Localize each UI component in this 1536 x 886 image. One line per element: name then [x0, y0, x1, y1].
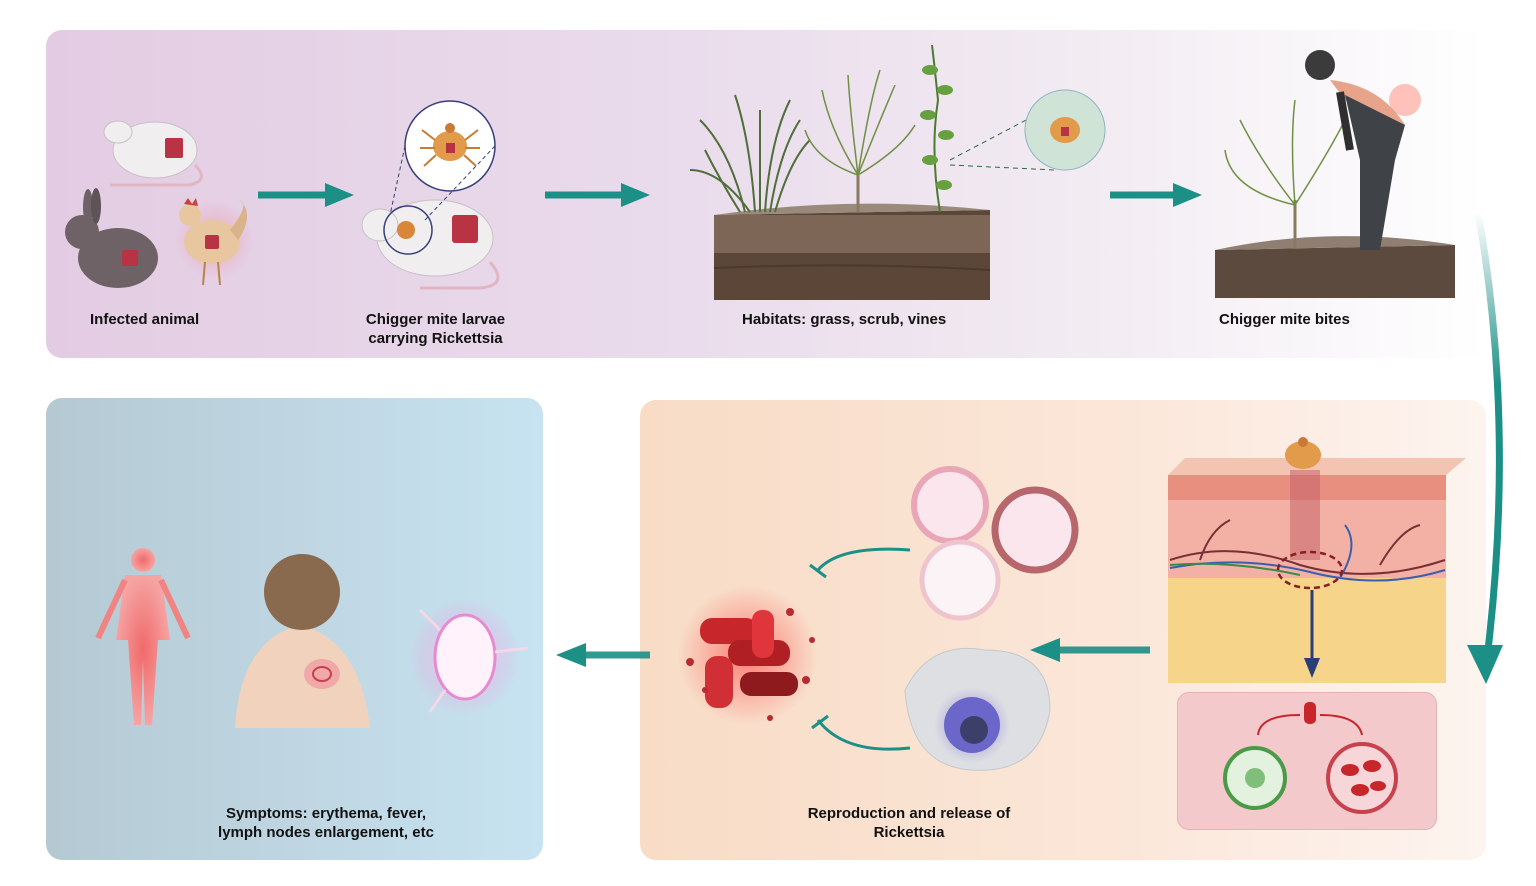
lymph-node-icon: [410, 599, 529, 715]
chigger-mite-icon: [420, 123, 480, 167]
arrow-skin-to-reproduction: [1030, 638, 1150, 662]
rabbit-icon: [65, 188, 158, 288]
arrow-reproduction-to-symptoms: [556, 643, 650, 667]
label-reproduction: Reproduction and release of Rickettsia: [798, 804, 1020, 842]
label-mite-larvae-line1: Chigger mite larvae: [365, 311, 506, 328]
label-reproduction-line1: Reproduction and release of: [807, 805, 1011, 822]
label-habitats: Habitats: grass, scrub, vines: [742, 311, 947, 328]
arrow-curved-down: [1467, 211, 1503, 684]
label-symptoms-line2: lymph nodes enlargement, etc: [218, 824, 434, 841]
label-reproduction-line2: Rickettsia: [873, 824, 945, 841]
macrophage-icon: [904, 647, 1051, 771]
arrow-habitat-to-bite: [1110, 183, 1202, 207]
label-symptoms: Symptoms: erythema, fever, lymph nodes e…: [208, 804, 444, 842]
label-mite-larvae-line2: carrying Rickettsia: [368, 330, 503, 347]
rat-with-mites-icon: [361, 100, 500, 290]
mite-zoom-icon: [949, 89, 1106, 171]
grass-icon: [689, 94, 811, 213]
branch-connectors: [809, 547, 911, 751]
vine-icon: [920, 44, 954, 213]
endothelial-cells-icon: [911, 466, 1079, 621]
chicken-icon: [175, 198, 255, 286]
bitten-person-icon: [1215, 50, 1455, 298]
arrow-mite-to-habitat: [545, 183, 650, 207]
rat-icon: [103, 120, 203, 187]
child-back-rash-icon: [235, 554, 370, 728]
dissemination-targets-icon: [1223, 702, 1398, 814]
human-body-glow-icon: [95, 548, 191, 725]
label-mite-larvae: Chigger mite larvae carrying Rickettsia: [358, 310, 513, 348]
arrow-animal-to-mite: [258, 183, 354, 207]
soil-block-habitat: [713, 203, 991, 300]
label-mite-bites: Chigger mite bites: [1219, 311, 1350, 328]
label-infected-animal: Infected animal: [90, 311, 200, 328]
rickettsia-cluster-icon: [678, 585, 818, 725]
skin-cross-section-icon: [1168, 437, 1466, 683]
label-symptoms-line1: Symptoms: erythema, fever,: [225, 805, 427, 822]
scrub-icon: [804, 69, 916, 212]
